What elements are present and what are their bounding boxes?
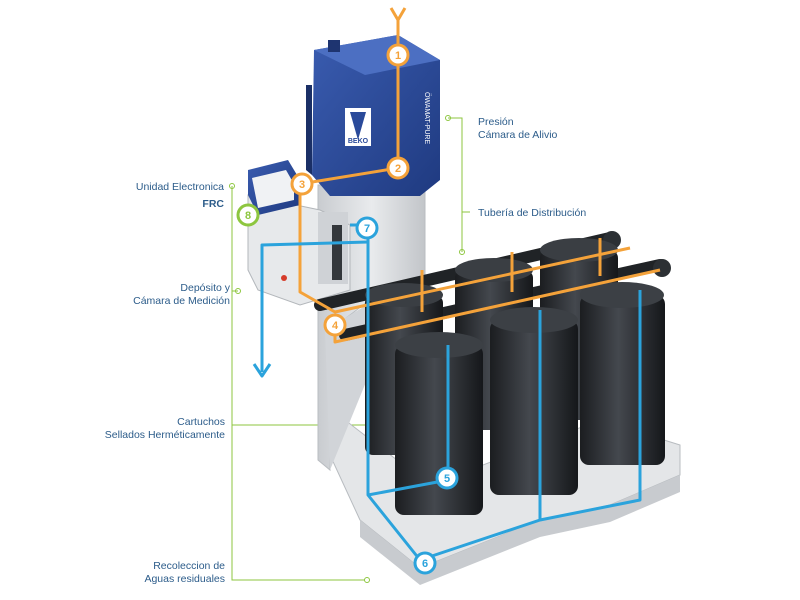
svg-text:6: 6 bbox=[422, 558, 428, 570]
marker-4: 4 bbox=[323, 313, 347, 337]
svg-text:1: 1 bbox=[395, 50, 401, 62]
marker-8: 8 bbox=[236, 203, 260, 227]
label-presion: Presión Cámara de Alivio bbox=[478, 116, 558, 141]
svg-text:2: 2 bbox=[395, 163, 401, 175]
brand-logo: BEKO bbox=[348, 138, 369, 145]
svg-text:7: 7 bbox=[364, 223, 370, 235]
pressure-relief-unit: BEKO ÖWAMAT-PURE bbox=[306, 35, 440, 196]
label-tuberia: Tubería de Distribución bbox=[478, 207, 587, 219]
svg-text:3: 3 bbox=[299, 179, 305, 191]
svg-text:8: 8 bbox=[245, 210, 251, 222]
label-deposito: Depósito y Cámara de Medición bbox=[133, 282, 230, 307]
label-unidad-electronica: Unidad Electronica FRC bbox=[135, 181, 224, 210]
measurement-chamber bbox=[247, 194, 351, 306]
frc-electronic-unit bbox=[248, 160, 300, 215]
marker-3: 3 bbox=[290, 172, 314, 196]
label-recoleccion: Recoleccion de Aguas residuales bbox=[144, 560, 225, 585]
marker-6: 6 bbox=[413, 551, 437, 575]
marker-1: 1 bbox=[386, 43, 410, 67]
product-name: ÖWAMAT-PURE bbox=[423, 92, 431, 144]
svg-text:5: 5 bbox=[444, 473, 450, 485]
cartridges-front-row bbox=[395, 282, 665, 515]
svg-text:4: 4 bbox=[332, 320, 339, 332]
marker-2: 2 bbox=[386, 156, 410, 180]
marker-5: 5 bbox=[435, 466, 459, 490]
label-cartuchos: Cartuchos Sellados Herméticamente bbox=[104, 416, 225, 441]
marker-7: 7 bbox=[355, 216, 379, 240]
